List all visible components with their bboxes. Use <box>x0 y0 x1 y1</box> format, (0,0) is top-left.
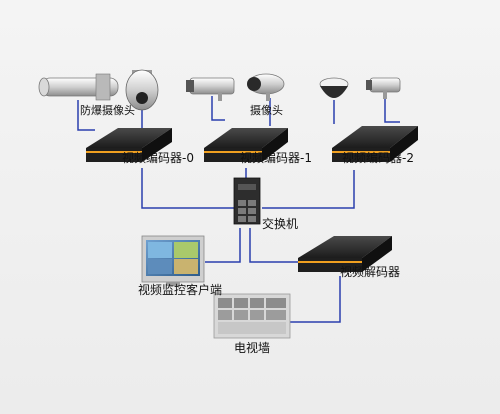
box-camera-icon <box>247 73 285 101</box>
encoder-2-device-icon <box>332 126 418 162</box>
encoder-1-label: 视频编码器-1 <box>240 151 312 165</box>
encoder-1-device-icon <box>204 128 288 162</box>
bullet-camera-icon <box>186 77 235 101</box>
link-cam-to-encoder1 <box>211 96 225 121</box>
switch-device-icon <box>233 177 261 225</box>
link-exproof-to-encoder0 <box>77 100 95 131</box>
decoder-label: 视频解码器 <box>340 265 401 279</box>
monitor-client-label: 视频监控客户端 <box>138 283 223 297</box>
link-switch-to-decoder <box>249 228 300 263</box>
explosion-proof-camera-label: 防爆摄像头 <box>80 104 135 117</box>
dome-camera-icon <box>125 69 159 111</box>
link-encoder2-to-switch <box>262 170 355 209</box>
encoder-0-label: 视频编码器-0 <box>122 151 194 165</box>
switch-label: 交换机 <box>262 217 299 231</box>
connection-lines <box>77 96 400 323</box>
encoder-2-label: 视频编码器-2 <box>342 151 414 165</box>
video-wall-label: 电视墙 <box>234 341 271 355</box>
link-encoder0-to-switch <box>141 168 240 209</box>
link-cam3-to-encoder2 <box>384 96 400 123</box>
ceiling-dome-camera-icon <box>319 77 349 98</box>
link-switch-to-client <box>205 228 241 263</box>
video-wall-icon <box>213 293 291 339</box>
explosion-proof-camera-icon <box>38 73 119 101</box>
monitor-client-icon <box>141 235 205 286</box>
encoder-0-device-icon <box>86 128 172 162</box>
bullet-camera-2-icon <box>366 77 401 99</box>
decoder-device-icon <box>298 236 392 272</box>
camera-label: 摄像头 <box>250 104 283 117</box>
link-decoder-to-wall <box>290 276 341 323</box>
